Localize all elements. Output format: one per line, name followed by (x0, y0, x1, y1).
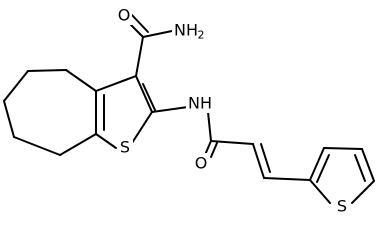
atom-amide-oxygen: O (116, 5, 132, 25)
atom-label-ring-sulfur: S (120, 138, 130, 157)
atom-amide-nitrogen: NH 2 (172, 19, 205, 42)
atom-carbonyl-oxygen: O (193, 153, 209, 173)
carboxamide-group (124, 13, 173, 77)
atom-label-linker-nitrogen: NH (188, 94, 212, 113)
atom-thiophene-sulfur: S (334, 196, 350, 216)
vinyl-linker (252, 143, 311, 181)
atom-label-amide-nitrogen: NH (174, 21, 198, 40)
atom-linker-nitrogen: NH (186, 93, 214, 113)
atom-label-carbonyl-oxygen: O (195, 154, 208, 173)
cycloheptane-ring (3, 69, 97, 156)
amide-linker (151, 106, 254, 158)
terminal-thiophene-ring (309, 147, 375, 204)
atom-label-amide-oxygen: O (118, 6, 131, 25)
molecule-drawing: O NH 2 S NH O S (3, 5, 375, 216)
fused-thiophene-ring (95, 75, 156, 149)
atom-label-amide-nitrogen-subscript: 2 (198, 29, 205, 42)
structure-diagram: O NH 2 S NH O S (3, 5, 375, 216)
atom-label-thiophene-sulfur: S (337, 197, 347, 216)
atom-ring-sulfur: S (117, 137, 133, 157)
